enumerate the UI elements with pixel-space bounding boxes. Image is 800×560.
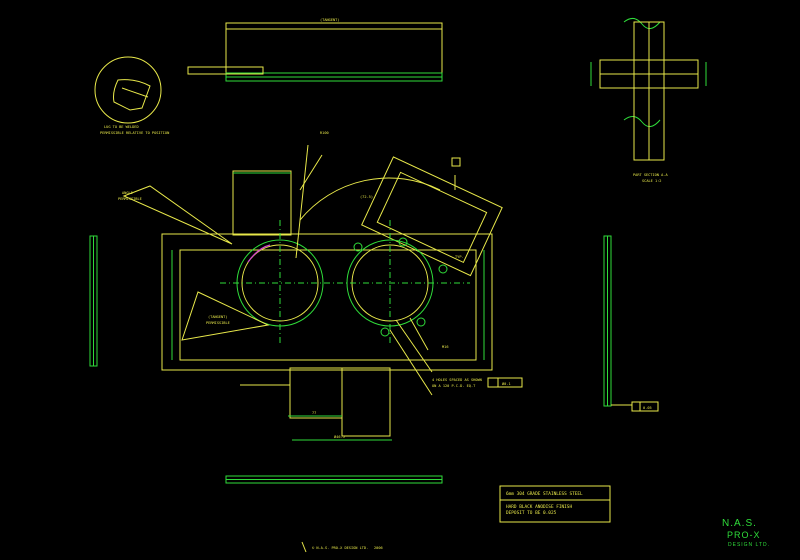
dim-typ: TYP. (455, 255, 464, 259)
deposit-note: DEPOSIT TO BE 0.025 (506, 510, 557, 516)
footer: © N.A.S. PRO-X DESIGN LTD. 2006 (301, 541, 383, 553)
dim-bottom: Ø46.5 (334, 434, 345, 439)
company-logo: N.A.S. PRO-X DESIGN LTD. (722, 518, 770, 548)
angle-note-1: ANGLE (122, 191, 133, 195)
tangent-note-1: (TANGENT) (208, 315, 227, 319)
dim-small: 77 (312, 411, 316, 415)
lug-detail: LUG TO BE WELDED PERMISSIBLE RELATIVE TO… (94, 56, 169, 135)
top-strip-label: (TANGENT) (320, 18, 339, 22)
tolerance-box-right: 0.05 (643, 406, 652, 410)
dim-m: M16 (442, 345, 449, 349)
bottom-side-view (225, 475, 443, 484)
footer-copyright: © N.A.S. PRO-X DESIGN LTD. (312, 546, 368, 550)
logo-name: N.A.S. (722, 518, 757, 529)
holes-note-2: ON A 120 P.C.D. EQ.T (432, 384, 476, 388)
part-section-scale: SCALE 1:2 (642, 179, 661, 183)
logo-company: DESIGN LTD. (728, 542, 770, 548)
weld-note-1: LUG TO BE WELDED (104, 125, 139, 129)
material-note: 6mm 304 GRADE STAINLESS STEEL (506, 491, 583, 497)
dim-top: (72.5) (360, 195, 373, 199)
weld-note-2: PERMISSIBLE RELATIVE TO POSITION (100, 131, 169, 135)
tolerance-box: Ø0.1 (502, 381, 511, 386)
top-plate-view: (TANGENT) (187, 18, 443, 82)
tangent-note-2: PERMISSIBLE (206, 321, 230, 325)
logo-product: PRO-X (727, 530, 761, 540)
holes-note-1: 4 HOLES SPACED AS SHOWN (432, 378, 482, 382)
material-notes: 6mm 304 GRADE STAINLESS STEEL HARD BLACK… (499, 485, 611, 523)
part-section-label: PART SECTION A-A (633, 173, 668, 177)
dim-r: R100 (320, 131, 329, 135)
part-section: PART SECTION A-A SCALE 1:2 (590, 18, 707, 183)
right-side-view: 0.05 (603, 235, 659, 412)
angle-note-2: PERMISSIBLE (118, 197, 142, 201)
finish-note: HARD BLACK ANODISE FINISH (506, 504, 572, 510)
footer-date: 2006 (374, 546, 383, 550)
main-plan-view: ANGLE PERMISSIBLE (TANGENT) PERMISSIBLE … (118, 131, 523, 441)
left-side-view (89, 235, 98, 367)
